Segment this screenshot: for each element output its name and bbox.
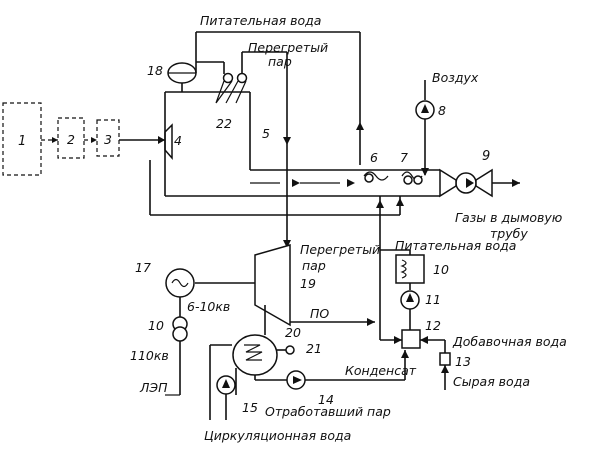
num-14: 14	[318, 392, 334, 407]
num-22: 22	[216, 116, 232, 131]
num-20: 20	[285, 325, 301, 340]
label-feed-water-right: Питательная вода	[395, 238, 516, 253]
arrowhead	[283, 137, 291, 145]
water-treatment-13	[439, 352, 451, 366]
num-21: 21	[306, 341, 322, 356]
circ-pump-arrow	[222, 379, 230, 388]
num-3: 3	[104, 132, 112, 147]
label-po: ПО	[310, 306, 329, 321]
economizer-6	[364, 173, 374, 183]
arrowhead	[376, 200, 384, 208]
arrowhead	[158, 136, 165, 144]
arrowhead	[283, 240, 291, 248]
fan-8-arrow	[421, 104, 429, 113]
heater-coil	[400, 259, 407, 279]
num-8: 8	[438, 103, 446, 118]
burner-4	[164, 123, 173, 160]
num-4: 4	[174, 133, 182, 148]
condensate-pump-arrow	[293, 376, 302, 384]
label-power-line: ЛЭП	[139, 380, 168, 395]
num-18: 18	[147, 63, 163, 78]
superheater-header	[236, 72, 248, 84]
label-air: Воздух	[432, 70, 479, 85]
economizer-6	[363, 171, 389, 181]
arrowhead	[52, 137, 58, 143]
block-1	[2, 102, 42, 176]
arrowhead	[512, 179, 520, 187]
num-13: 13	[455, 354, 471, 369]
label-voltage-line: 110кв	[130, 348, 169, 363]
arrowhead	[420, 336, 428, 344]
label-exhaust-steam: Отработавший пар	[265, 404, 391, 419]
turbine-19	[254, 244, 291, 327]
feed-pump-arrow	[406, 293, 414, 302]
num-19: 19	[300, 276, 316, 291]
num-2: 2	[67, 132, 75, 147]
num-10b: 10	[148, 318, 164, 333]
label-circulating-water: Циркуляционная вода	[204, 428, 351, 443]
superheater-22	[215, 80, 247, 104]
label-superheated-steam-turbine: Перегретый	[300, 242, 380, 257]
arrowhead	[356, 122, 364, 130]
arrowhead	[421, 168, 429, 176]
ejector-21	[285, 345, 295, 355]
condenser-coil	[244, 344, 263, 361]
label-voltage-generator: 6-10кв	[187, 299, 230, 314]
num-6: 6	[370, 150, 378, 165]
label-superheated-steam-top-2: пар	[268, 54, 292, 69]
label-raw-water: Сырая вода	[453, 374, 530, 389]
num-11: 11	[425, 292, 441, 307]
generator-wave	[171, 278, 189, 288]
arrowhead	[347, 179, 355, 187]
deaerator-12	[401, 329, 421, 349]
num-10: 10	[433, 262, 449, 277]
num-7: 7	[400, 150, 408, 165]
num-17: 17	[135, 260, 151, 275]
exhauster-9-arrow	[466, 178, 474, 188]
block-2	[57, 117, 85, 159]
arrowhead	[441, 365, 449, 373]
num-5: 5	[262, 126, 270, 141]
arrowhead	[396, 198, 404, 206]
label-superheated-steam-turbine-2: пар	[302, 258, 326, 273]
block-3	[96, 119, 120, 157]
label-flue-gases-2: трубу	[490, 226, 528, 241]
label-superheated-steam-top: Перегретый	[248, 40, 328, 55]
label-feed-water-top: Питательная вода	[200, 13, 321, 28]
num-1: 1	[18, 134, 26, 149]
num-15: 15	[242, 400, 258, 415]
transformer-secondary	[172, 326, 188, 342]
label-flue-gases: Газы в дымовую	[455, 210, 562, 225]
arrowhead	[401, 350, 409, 358]
arrowhead	[367, 318, 375, 326]
air-heater-7	[413, 175, 423, 185]
num-9: 9	[482, 149, 490, 164]
exhauster-outlet	[475, 168, 493, 198]
arrowhead	[91, 137, 97, 143]
num-12: 12	[425, 318, 441, 333]
air-heater-7	[403, 175, 413, 185]
arrowhead	[292, 179, 300, 187]
exhauster-inlet	[439, 168, 457, 198]
superheater-header	[222, 72, 234, 84]
label-condensate: Конденсат	[345, 363, 417, 378]
label-make-up-water: Добавочная вода	[452, 334, 567, 349]
arrowhead	[394, 336, 402, 344]
heater-10	[395, 254, 425, 284]
